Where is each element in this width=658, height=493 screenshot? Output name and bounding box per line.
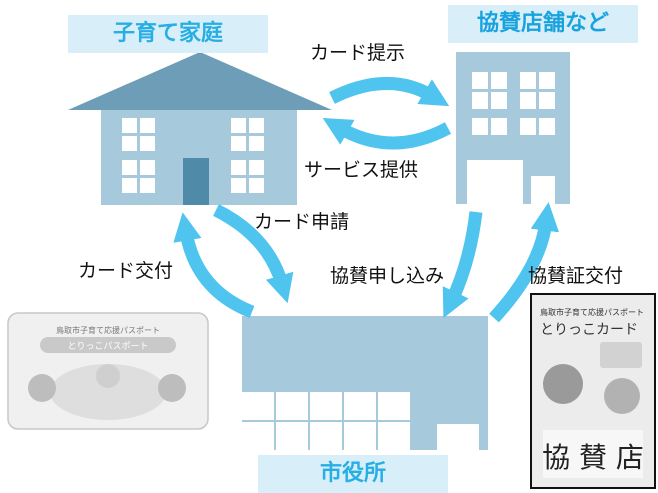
house-windows	[122, 118, 264, 193]
city-hall-door	[437, 424, 479, 450]
label-apply-card: カード申請	[254, 211, 350, 233]
label-present-card: カード提示	[310, 42, 406, 64]
card-header: 鳥取市子育て応援パスポート	[56, 325, 160, 335]
card-character-right	[158, 374, 186, 402]
sponsor-sign-character-right	[604, 378, 640, 414]
sponsor-sign-header: 鳥取市子育て応援パスポート	[540, 307, 644, 317]
label-issue-card: カード交付	[78, 260, 174, 282]
family-title: 子育て家庭	[68, 15, 268, 53]
card-name-band	[40, 337, 176, 353]
shop-door	[531, 176, 555, 204]
sponsor-sign-name: とりっこカード	[540, 322, 638, 338]
arrow-provide-service	[322, 118, 452, 150]
house-door	[183, 158, 209, 205]
house-roof	[68, 52, 332, 110]
card-character-center	[96, 364, 120, 388]
label-issue-sponsor-cert: 協賛証交付	[528, 265, 624, 287]
label-provide-service: サービス提供	[304, 159, 419, 181]
city-hall-title: 市役所	[258, 455, 448, 493]
sponsor-sign-image: 鳥取市子育て応援パスポート とりっこカード 協 賛 店	[530, 293, 656, 489]
arrow-present-card	[329, 77, 450, 107]
city-hall-windows	[242, 392, 479, 450]
card-image: 鳥取市子育て応援パスポート とりっこパスポート	[7, 312, 209, 430]
card-name: とりっこパスポート	[67, 341, 148, 352]
arrow-sponsor-apply	[442, 211, 483, 319]
shop-title: 協賛店舗など	[448, 5, 638, 43]
arrow-issue-card	[173, 212, 255, 319]
shop-windows	[467, 72, 555, 204]
label-sponsor-apply: 協賛申し込み	[330, 265, 445, 287]
sponsor-sign-stamp: 協 賛 店	[542, 441, 644, 474]
shop-building-icon	[456, 52, 570, 204]
sponsor-sign-stamp-area	[543, 430, 643, 478]
card-illustration	[50, 364, 166, 420]
card-character-left	[28, 374, 56, 402]
arrow-apply-card	[213, 204, 294, 304]
house-icon	[68, 52, 332, 205]
flow-arrows	[173, 77, 560, 323]
sponsor-sign-card	[600, 342, 642, 368]
shop-storefront	[467, 160, 523, 204]
city-hall-icon	[242, 316, 488, 450]
sponsor-sign-character-left	[543, 364, 583, 404]
arrow-issue-sponsor-cert	[489, 202, 560, 323]
